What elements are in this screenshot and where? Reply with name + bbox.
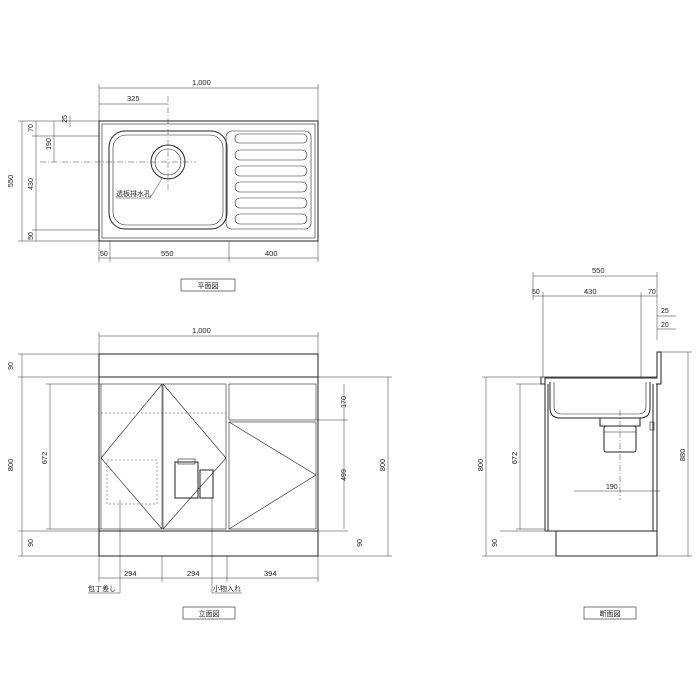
dim-elev-800-left: 800 xyxy=(6,459,15,472)
door-left xyxy=(100,383,163,530)
section-basin-inner xyxy=(553,382,647,415)
dim-drain-offset: 325 xyxy=(127,94,140,103)
dim-section-edge-25: 25 xyxy=(661,308,669,315)
dim-plan-edge-25: 25 xyxy=(62,115,69,123)
cabinet-base xyxy=(98,530,319,557)
knife-holder-label: 包丁差し xyxy=(88,584,116,593)
dim-plan-depth: 550 xyxy=(6,175,15,188)
dim-elev-drawer-170: 170 xyxy=(341,396,348,408)
dim-elev-door-499: 499 xyxy=(341,469,348,481)
dim-elev-294-b: 294 xyxy=(187,569,200,578)
section-view: 550 50 430 70 25 20 190 800 672 90 880 断… xyxy=(476,266,692,620)
plan-view-label: 平面図 xyxy=(198,282,219,290)
drain-groove-4 xyxy=(234,197,308,209)
plan-view: 透板排水孔 1,000 325 50 550 400 550 70 430 50… xyxy=(6,78,319,292)
elevation-view-label: 立面図 xyxy=(199,609,220,618)
drain-groove-2 xyxy=(234,165,308,177)
dim-elev-394: 394 xyxy=(264,569,277,578)
cabinet-body xyxy=(98,376,319,532)
dim-elev-top-90: 90 xyxy=(8,362,15,370)
dim-section-base-90: 90 xyxy=(492,539,499,547)
dim-plan-front-50: 50 xyxy=(28,232,35,240)
door-middle-swing xyxy=(162,383,227,530)
dim-plan-back-70: 70 xyxy=(28,124,35,132)
dim-plan-bowl: 550 xyxy=(161,249,174,258)
countertop xyxy=(98,353,319,378)
section-label-box xyxy=(583,606,637,620)
elevation-view: 1,000 294 294 394 包丁差し 小物入れ 90 800 672 9… xyxy=(6,326,392,620)
small-items-label: 小物入れ xyxy=(213,584,241,593)
dim-plan-drain-190: 190 xyxy=(46,138,53,150)
dim-elev-width: 1,000 xyxy=(192,326,211,335)
section-view-label: 断面図 xyxy=(600,609,621,618)
dim-elev-base-90-left: 90 xyxy=(28,539,35,547)
section-counter-outline xyxy=(540,351,662,385)
elevation-label-box xyxy=(182,606,236,620)
plan-inner-rim xyxy=(101,123,316,239)
dim-section-672: 672 xyxy=(510,452,519,465)
dim-section-inner-430: 430 xyxy=(584,287,597,296)
dim-elev-672: 672 xyxy=(40,452,49,465)
drawer-right xyxy=(228,383,317,421)
drain-groove-top xyxy=(234,133,308,144)
dim-elev-294-a: 294 xyxy=(124,569,137,578)
drain-groove-5 xyxy=(234,213,308,225)
dim-section-880: 880 xyxy=(678,449,687,462)
dim-plan-left-50: 50 xyxy=(100,251,108,258)
drainboard-area xyxy=(225,130,312,230)
dim-plan-drainboard: 400 xyxy=(265,249,278,258)
door-left-swing xyxy=(100,383,163,530)
section-back-bracket xyxy=(649,421,655,431)
dim-section-back-70: 70 xyxy=(648,289,656,296)
dim-section-front-50: 50 xyxy=(532,289,540,296)
plan-label-box xyxy=(180,278,236,292)
door-middle xyxy=(162,383,227,530)
small-items-box-2 xyxy=(199,469,214,499)
section-basin xyxy=(549,382,651,419)
dim-elev-800-right: 800 xyxy=(378,459,387,472)
drain-groove-1 xyxy=(234,149,308,161)
dim-section-drain-190: 190 xyxy=(606,484,618,491)
door-right-swing xyxy=(228,421,317,530)
door-right xyxy=(228,421,317,530)
dim-plan-inner-430: 430 xyxy=(28,178,35,190)
dim-section-800: 800 xyxy=(476,459,485,472)
drain-groove-3 xyxy=(234,181,308,193)
knife-holder-hidden xyxy=(106,459,158,505)
dim-section-edge-20: 20 xyxy=(661,322,669,329)
drain-leader xyxy=(149,176,164,199)
small-items-box xyxy=(174,461,199,499)
drain-hole-label: 透板排水孔 xyxy=(116,189,151,198)
plan-outline xyxy=(98,120,319,242)
dim-plan-width: 1,000 xyxy=(192,78,211,87)
small-items-box-lid xyxy=(177,458,196,465)
dim-section-depth: 550 xyxy=(592,266,605,275)
dim-elev-base-90-right: 90 xyxy=(357,539,364,547)
